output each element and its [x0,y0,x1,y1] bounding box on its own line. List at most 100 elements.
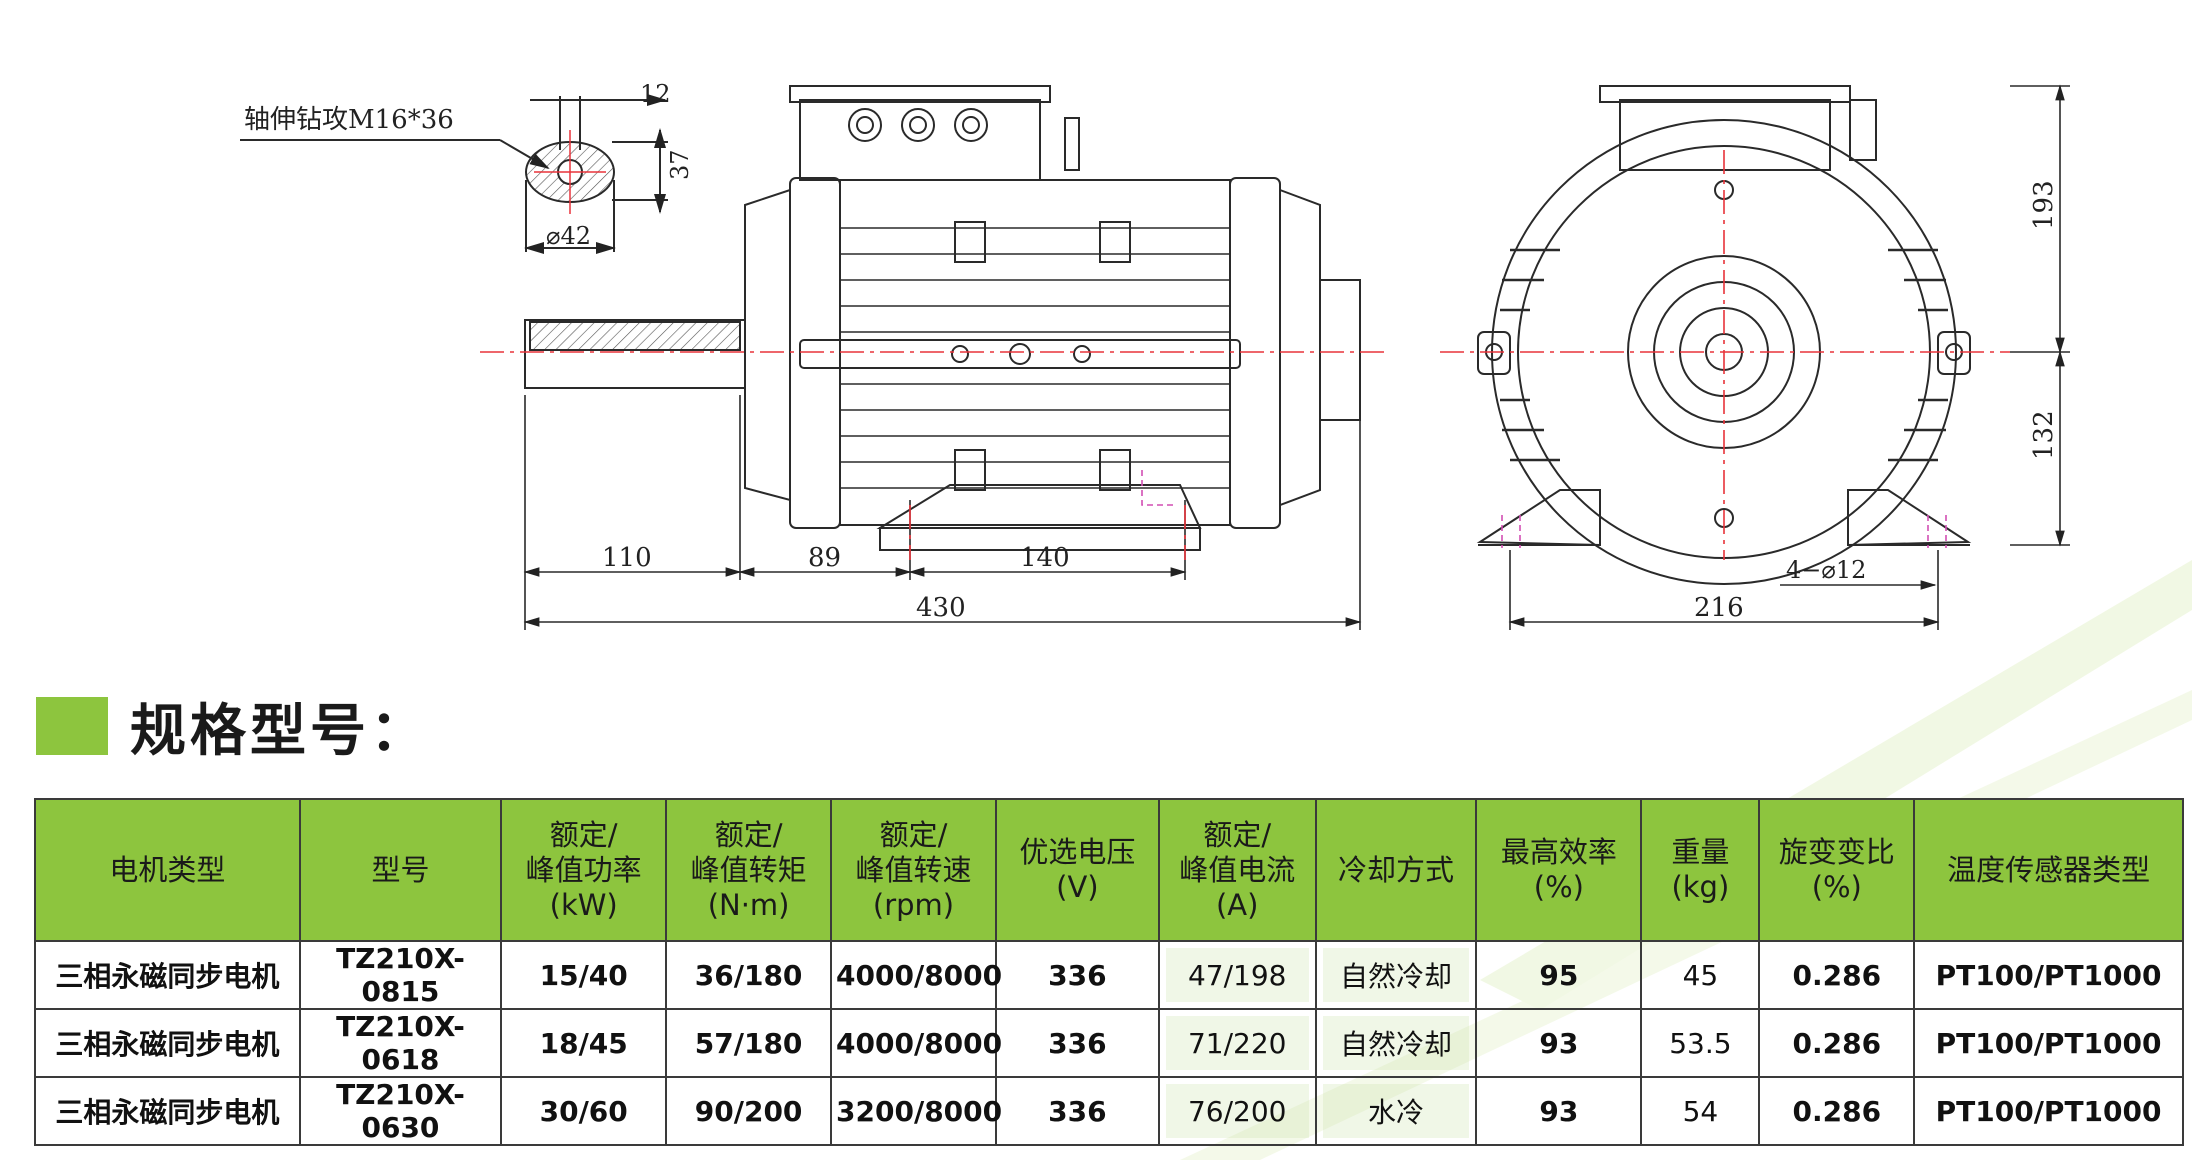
header-line: (kg) [1671,870,1730,904]
cell-cooling: 自然冷却 [1314,1008,1478,1078]
header-line: 额定/ [1203,817,1272,852]
header-line: 峰值转速 [855,852,972,887]
cell-speed: 4000/8000 [830,940,1002,1010]
cell-text: 自然冷却 [1340,960,1453,993]
cell-voltage: 336 [994,1008,1160,1078]
dim-shaft-length: 110 [602,543,652,573]
cell-current: 71/220 [1157,1008,1317,1078]
header-weight: 重量(kg) [1640,798,1761,942]
cell-speed: 3200/8000 [830,1076,1002,1146]
cell-current: 76/200 [1157,1076,1317,1146]
cell-efficiency: 95 [1475,940,1643,1010]
cell-weight: 54 [1640,1076,1761,1146]
shaft-note-label: 轴伸钻攻M16*36 [244,105,454,135]
section-title: 规格型号： [130,698,430,764]
cell-text: 93 [1539,1026,1579,1060]
cell-torque: 57/180 [665,1008,833,1078]
section-heading: 规格型号： [36,690,430,764]
cell-highlight [1165,1084,1309,1138]
header-line: 旋变变比 [1778,835,1895,869]
cell-efficiency: 93 [1475,1008,1643,1078]
header-model: 型号 [298,798,503,942]
cell-current: 47/198 [1157,940,1317,1010]
dim-key-width: 12 [640,80,671,108]
header-speed: 额定/峰值转速(rpm) [830,798,997,942]
header-line: (V) [1056,870,1099,904]
cell-text: 4000/8000 [836,958,1003,992]
dim-base-width: 216 [1694,593,1744,623]
header-line: 额定/ [549,817,618,852]
cell-resolver-ratio: 0.286 [1758,1008,1916,1078]
cell-power: 18/45 [500,1008,668,1078]
cell-text: 4000/8000 [836,1026,1003,1060]
header-temp-sensor: 温度传感器类型 [1913,798,2184,942]
cell-text: TZ210X-0815 [336,942,465,1008]
cell-highlight [1322,1016,1470,1070]
cell-text: 45 [1682,958,1719,992]
header-line: (N·m) [707,887,790,922]
cell-highlight [1322,948,1470,1002]
cell-text: 0.286 [1792,1026,1882,1060]
header-line: 重量 [1671,835,1730,869]
cell-weight: 45 [1640,940,1761,1010]
cell-cooling: 自然冷却 [1314,940,1478,1010]
cell-text: 93 [1539,1094,1579,1128]
cell-text: 30/60 [539,1094,628,1128]
cell-text: 15/40 [539,958,628,992]
header-line: 峰值电流 [1179,852,1296,887]
cell-weight: 53.5 [1640,1008,1761,1078]
header-line: 冷却方式 [1338,852,1455,887]
cell-speed: 4000/8000 [830,1008,1002,1078]
table-header-row: 电机类型型号额定/峰值功率(kW)额定/峰值转矩(N·m)额定/峰值转速(rpm… [34,798,2184,942]
cell-text: PT100/PT1000 [1935,1094,2162,1128]
cell-resolver-ratio: 0.286 [1758,940,1916,1010]
header-line: 峰值转矩 [690,852,807,887]
cell-voltage: 336 [994,1076,1160,1146]
cell-highlight [1165,948,1309,1002]
dim-lower-height: 132 [2029,410,2059,460]
header-cooling: 冷却方式 [1314,798,1478,942]
cell-text: 0.286 [1792,1094,1882,1128]
header-voltage: 优选电压(V) [994,798,1160,942]
cell-efficiency: 93 [1475,1076,1643,1146]
header-line: (%) [1533,870,1584,904]
header-current: 额定/峰值电流(A) [1157,798,1317,942]
header-power: 额定/峰值功率(kW) [500,798,668,942]
cell-text: 47/198 [1187,958,1287,992]
cell-text: 三相永磁同步电机 [55,1028,280,1061]
cell-motor-type: 三相永磁同步电机 [34,1008,301,1078]
cell-motor-type: 三相永磁同步电机 [34,1076,301,1146]
cell-highlight [1322,1084,1470,1138]
cell-text: 水冷 [1368,1096,1425,1129]
header-line: 峰值功率 [525,852,642,887]
motor-side-view [524,85,1361,551]
cell-text: 71/220 [1187,1026,1287,1060]
dim-total-length: 430 [916,593,966,623]
cell-text: 自然冷却 [1340,1028,1453,1061]
cell-text: 3200/8000 [836,1094,1003,1128]
header-efficiency: 最高效率(%) [1475,798,1643,942]
cell-text: 336 [1048,958,1107,992]
header-line: 优选电压 [1019,835,1136,869]
header-line: 温度传感器类型 [1947,852,2151,887]
header-line: 最高效率 [1500,835,1617,869]
header-line: 额定/ [714,817,783,852]
header-line: 型号 [371,852,430,887]
cell-text: 54 [1682,1094,1719,1128]
cell-text: 36/180 [694,958,803,992]
cell-text: TZ210X-0630 [336,1078,465,1144]
center-lines [480,150,2010,560]
dim-mount-holes: 4−⌀12 [1786,556,1866,584]
cell-torque: 36/180 [665,940,833,1010]
cell-text: 95 [1539,958,1579,992]
cell-text: 53.5 [1669,1026,1732,1060]
dim-upper-height: 193 [2029,180,2059,230]
cell-text: 18/45 [539,1026,628,1060]
table-body: 三相永磁同步电机 TZ210X-0815 15/40 36/180 4000/8000 3… [34,940,2184,1146]
mount-hole-markers [1141,470,1947,548]
cell-power: 15/40 [500,940,668,1010]
dim-flange-distance: 89 [808,543,841,573]
cell-text: 336 [1048,1026,1107,1060]
dimension-lines [523,84,2070,630]
